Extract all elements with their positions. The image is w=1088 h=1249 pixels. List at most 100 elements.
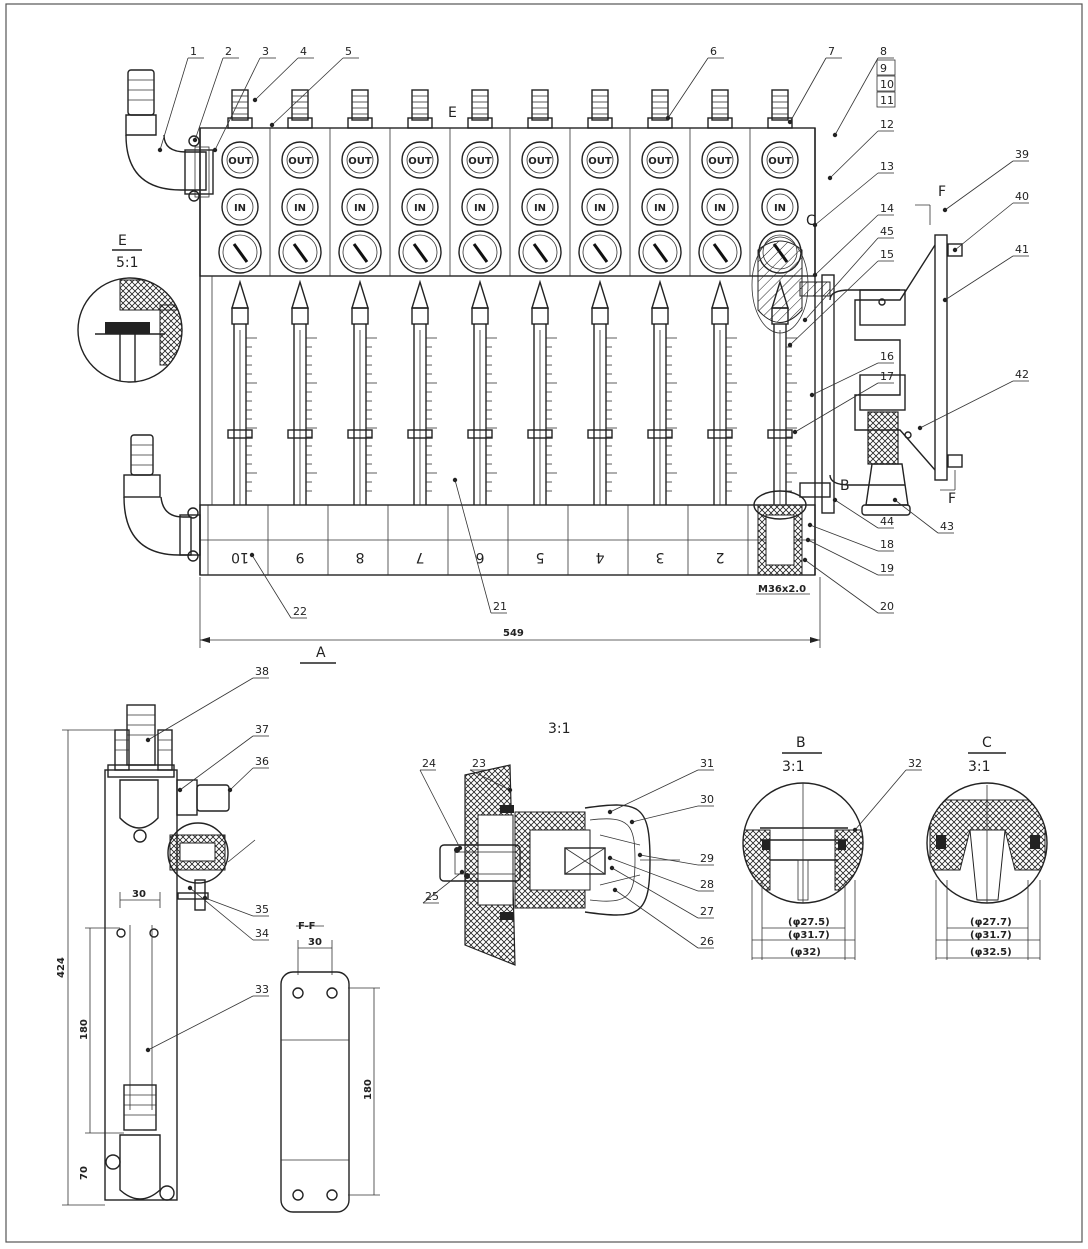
- flowmeter-unit: OUT IN 2: [687, 89, 742, 575]
- part-callout: 16: [809, 350, 894, 398]
- view-a-letter: A: [316, 645, 326, 661]
- dim-b-d1: (φ27.5): [788, 917, 830, 928]
- marker-f-top: F: [938, 184, 946, 200]
- part-callout: 42: [917, 368, 1029, 431]
- dim-a-70: 70: [79, 1166, 90, 1180]
- part-callout: 28: [607, 855, 714, 892]
- svg-text:22: 22: [293, 605, 307, 618]
- svg-text:42: 42: [1015, 368, 1029, 381]
- in-label: IN: [474, 203, 486, 214]
- top-elbow-fitting: [125, 69, 214, 202]
- dim-thread: M36x2.0: [758, 584, 806, 595]
- svg-text:11: 11: [880, 94, 894, 107]
- svg-text:39: 39: [1015, 148, 1029, 161]
- unit-number: 6: [475, 549, 484, 565]
- svg-text:12: 12: [880, 118, 894, 131]
- svg-text:26: 26: [700, 935, 714, 948]
- detail-e-letter: E: [118, 233, 127, 249]
- svg-text:35: 35: [255, 903, 269, 916]
- out-label: OUT: [768, 156, 792, 167]
- part-callout: 9: [876, 59, 896, 76]
- svg-text:27: 27: [700, 905, 714, 918]
- part-callout: 44: [832, 497, 894, 529]
- in-label: IN: [774, 203, 786, 214]
- svg-text:18: 18: [880, 538, 894, 551]
- dim-c-d1: (φ27.7): [970, 917, 1012, 928]
- detail-b: B 3:1 (φ27.5) (φ31.7) (φ32): [742, 735, 864, 960]
- part-callout: 40: [952, 190, 1029, 253]
- part-callout: 14: [812, 202, 894, 278]
- part-callout: 1: [157, 45, 204, 153]
- dim-b-d2: (φ31.7): [788, 930, 830, 941]
- svg-text:29: 29: [700, 852, 714, 865]
- part-callout: 39: [942, 148, 1029, 213]
- part-callout: 3: [212, 45, 276, 153]
- unit-number: 8: [356, 549, 365, 565]
- detail-b-scale: 3:1: [782, 759, 805, 775]
- part-callout: 10: [876, 75, 896, 92]
- svg-text:33: 33: [255, 983, 269, 996]
- unit-number: 9: [296, 549, 305, 565]
- part-callout: 18: [807, 522, 894, 552]
- out-label: OUT: [588, 156, 612, 167]
- out-label: OUT: [708, 156, 732, 167]
- unit-number: 2: [716, 549, 725, 565]
- part-callout: 4: [252, 45, 314, 103]
- detail-c-letter: C: [982, 735, 992, 751]
- part-callout: 7: [787, 45, 842, 125]
- unit-number: 5: [536, 549, 545, 565]
- part-callout: 12: [827, 118, 894, 181]
- in-label: IN: [534, 203, 546, 214]
- svg-text:4: 4: [300, 45, 307, 58]
- dim-ff-height: 180: [363, 1079, 374, 1100]
- dim-a-180: 180: [79, 1019, 90, 1040]
- bottom-cap-section: [751, 236, 809, 576]
- svg-text:45: 45: [880, 225, 894, 238]
- part-callout: 26: [612, 887, 714, 949]
- svg-text:20: 20: [880, 600, 894, 613]
- detail-e-scale: 5:1: [116, 255, 139, 271]
- unit-number: 10: [231, 549, 249, 565]
- part-callout: 20: [802, 557, 894, 614]
- drawing-frame: [5, 3, 1083, 1243]
- svg-text:17: 17: [880, 370, 894, 383]
- marker-f-bottom: F: [948, 491, 956, 507]
- svg-text:38: 38: [255, 665, 269, 678]
- out-label: OUT: [468, 156, 492, 167]
- svg-text:43: 43: [940, 520, 954, 533]
- out-label: OUT: [228, 156, 252, 167]
- part-callout: 36: [227, 755, 269, 793]
- valve-section: 3:1: [439, 721, 680, 966]
- svg-text:24: 24: [422, 757, 436, 770]
- svg-text:37: 37: [255, 723, 269, 736]
- svg-text:23: 23: [472, 757, 486, 770]
- dim-b-d3: (φ32): [790, 947, 821, 958]
- section-ff-title: F-F: [298, 921, 316, 932]
- in-label: IN: [594, 203, 606, 214]
- in-label: IN: [414, 203, 426, 214]
- svg-text:14: 14: [880, 202, 894, 215]
- in-label: IN: [714, 203, 726, 214]
- svg-text:19: 19: [880, 562, 894, 575]
- part-callout: 17: [792, 370, 894, 435]
- out-label: OUT: [528, 156, 552, 167]
- part-callout: 15: [787, 248, 894, 348]
- dim-c-d3: (φ32.5): [970, 947, 1012, 958]
- part-callout: 37: [177, 723, 269, 793]
- part-callout: 24: [419, 757, 463, 851]
- svg-text:31: 31: [700, 757, 714, 770]
- part-callout: 30: [629, 793, 714, 825]
- flowmeter-unit: OUT IN 6: [447, 89, 502, 575]
- svg-text:32: 32: [908, 757, 922, 770]
- part-callout: 25: [422, 869, 465, 904]
- in-label: IN: [654, 203, 666, 214]
- dim-a-width: 30: [132, 889, 146, 900]
- in-label: IN: [294, 203, 306, 214]
- part-callout: 43: [892, 497, 954, 534]
